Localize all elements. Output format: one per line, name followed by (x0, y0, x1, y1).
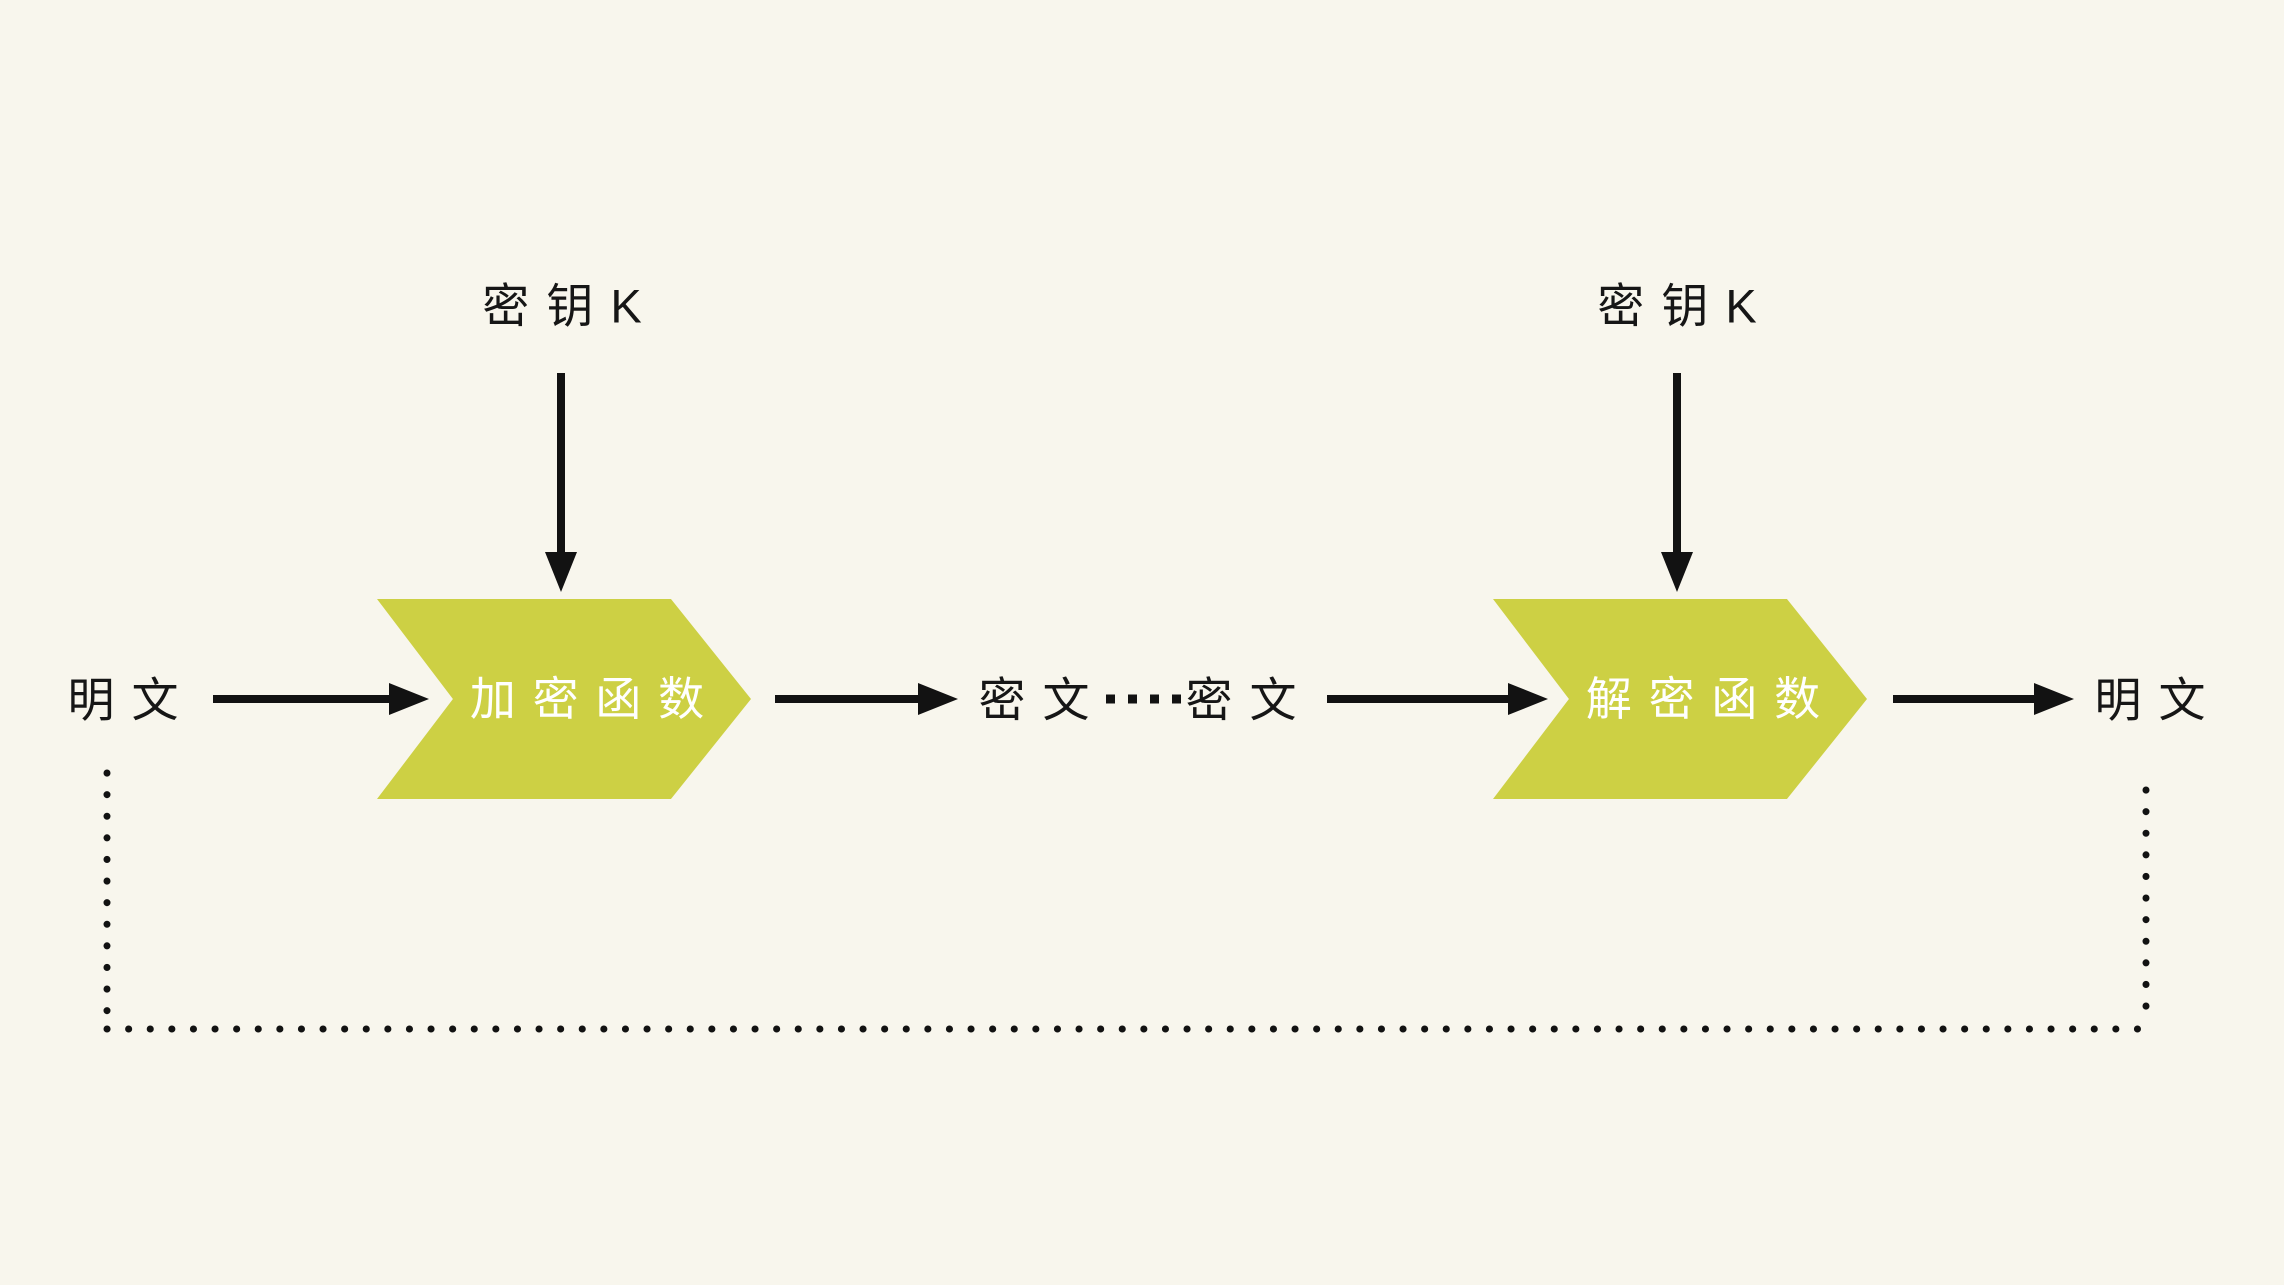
arrow-head-icon (2034, 683, 2074, 715)
ciphertext-label-left: 密 文 (978, 673, 1092, 727)
arrow-head-icon (918, 683, 958, 715)
key-label-right: 密 钥 K (1597, 279, 1759, 333)
encrypt-function-shape: 加 密 函 数 (377, 599, 751, 799)
encrypt-function-label: 加 密 函 数 (469, 673, 707, 725)
encrypt-to-ciphertext-arrow (775, 683, 958, 715)
key-left-down-arrow (545, 373, 577, 592)
ciphertext-to-decrypt-arrow (1327, 683, 1548, 715)
decrypt-to-plaintext-arrow (1893, 683, 2074, 715)
ciphertext-label-right: 密 文 (1185, 673, 1299, 727)
arrow-head-icon (545, 552, 577, 592)
plaintext-label-left: 明 文 (67, 673, 181, 727)
arrow-head-icon (1508, 683, 1548, 715)
arrow-head-icon (1661, 552, 1693, 592)
plaintext-equivalence-dotted-path (103, 769, 2150, 1033)
decrypt-function-label: 解 密 函 数 (1585, 673, 1823, 725)
key-label-left: 密 钥 K (482, 279, 644, 333)
key-right-down-arrow (1661, 373, 1693, 592)
plaintext-to-encrypt-arrow (213, 683, 429, 715)
plaintext-label-right: 明 文 (2094, 673, 2208, 727)
arrow-head-icon (389, 683, 429, 715)
